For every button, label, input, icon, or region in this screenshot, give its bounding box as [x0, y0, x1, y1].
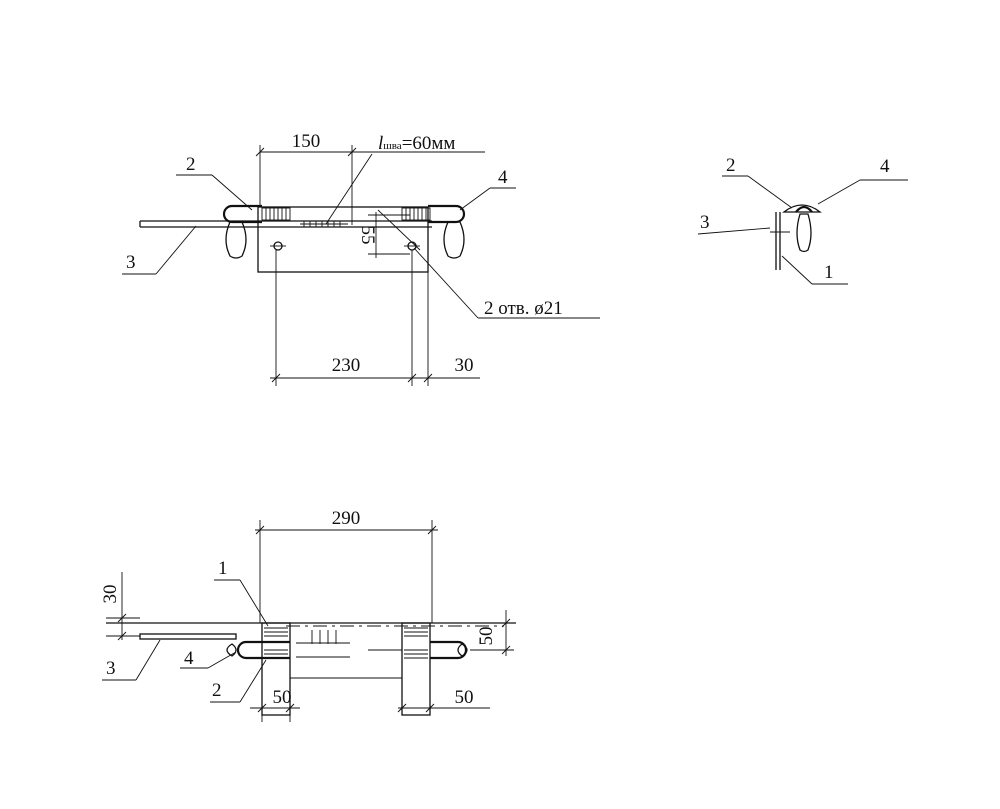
- front-view: 290 30 50 50 50 1 3 4 2: [100, 508, 516, 722]
- front-strip: [139, 633, 237, 640]
- dim-150: 150: [292, 131, 321, 152]
- weld-right: [401, 207, 431, 221]
- weld-middle: [300, 221, 348, 227]
- u-bolt-right: [428, 204, 466, 224]
- hole-leader: [413, 247, 479, 319]
- dim-30-top: 30: [455, 355, 474, 376]
- side-clamp-body: [796, 213, 812, 253]
- weld-left: [261, 207, 291, 221]
- front-pos-4: 4: [184, 648, 194, 669]
- front-pos-1: 1: [218, 558, 228, 579]
- dim-50-bottom: 50: [455, 687, 474, 708]
- callout-2-leader: [211, 174, 253, 211]
- front-pos-2: 2: [212, 680, 222, 701]
- post-left: [261, 622, 291, 716]
- weld-leader: [325, 153, 373, 225]
- front-u-bolt-right: [430, 640, 468, 660]
- base-plate: [257, 206, 429, 273]
- side-pos-3: 3: [700, 212, 710, 233]
- side-pos-1: 1: [824, 262, 834, 283]
- side-clamp-head: [782, 204, 822, 213]
- callout-3-leader: [155, 225, 197, 275]
- side-pos-2: 2: [726, 155, 736, 176]
- top-pos-4: 4: [498, 167, 508, 188]
- dim-30-front: 30: [100, 585, 121, 604]
- weld-length-label: lшва=60мм: [378, 133, 455, 154]
- side-view: 2 4 3 1: [697, 155, 908, 285]
- front-pos-3: 3: [106, 658, 116, 679]
- dim-50-right: 50: [476, 627, 497, 646]
- callout-4-leader: [459, 187, 491, 211]
- dim-55: 55: [357, 226, 378, 245]
- clamp-right: [443, 221, 465, 259]
- post-right: [401, 622, 431, 716]
- dim-230: 230: [332, 355, 361, 376]
- clamp-left: [225, 221, 247, 259]
- dim-290: 290: [332, 508, 361, 529]
- hole-label: 2 отв. ø21: [484, 298, 563, 319]
- top-pos-2: 2: [186, 154, 196, 175]
- front-u-bolt-left: [236, 640, 290, 660]
- top-pos-3: 3: [126, 252, 136, 273]
- dim-50-left: 50: [273, 687, 292, 708]
- top-view: 150 lшва=60мм 55 2 отв. ø21 230 30 2 3 4: [122, 131, 600, 386]
- side-pos-4: 4: [880, 156, 890, 177]
- u-bolt-left: [222, 204, 262, 224]
